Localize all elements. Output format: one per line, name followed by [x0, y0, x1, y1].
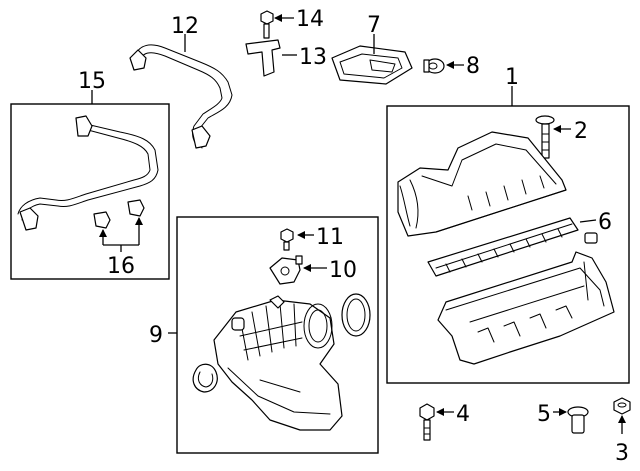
sensor-part-10: [269, 255, 303, 285]
bolt-part-2: [535, 115, 555, 159]
callout-14: 14: [296, 7, 324, 32]
air-cleaner-cover: [397, 131, 567, 237]
breather-hose-part-15: [17, 115, 159, 231]
small-grommet: [584, 232, 598, 244]
callout-11: 11: [316, 225, 344, 250]
callout-12: 12: [171, 14, 199, 39]
callout-9: 9: [149, 323, 163, 348]
bracket-part-13: [245, 39, 281, 77]
callout-8: 8: [466, 54, 480, 79]
callout-15: 15: [78, 69, 106, 94]
callout-7: 7: [367, 13, 381, 38]
callout-6: 6: [598, 210, 612, 235]
clips-part-16: [93, 199, 145, 229]
air-cleaner-lower-housing: [437, 251, 615, 365]
screw-part-11: [280, 228, 294, 251]
breather-hose-box: [10, 103, 170, 280]
sensor-housing-part-7: [331, 45, 413, 85]
callout-3: 3: [615, 441, 629, 466]
clamp-ring: [341, 293, 371, 337]
callout-5: 5: [537, 402, 551, 427]
callout-13: 13: [299, 45, 327, 70]
grommet-part-5: [567, 406, 589, 434]
callout-4: 4: [456, 402, 470, 427]
air-inlet-duct: [213, 295, 343, 431]
bolt-part-4: [419, 403, 435, 441]
throttle-body-box: [176, 216, 379, 454]
nut-part-3: [613, 397, 631, 415]
bolt-part-14: [260, 10, 274, 39]
callout-2: 2: [574, 119, 588, 144]
callout-1: 1: [505, 65, 519, 90]
hose-clamp: [192, 363, 218, 393]
callout-10: 10: [329, 258, 357, 283]
filter-element-part-6: [427, 217, 579, 277]
air-cleaner-assembly-box: [386, 105, 630, 384]
grommet-part-8: [423, 58, 445, 74]
vent-tube-part-12: [129, 44, 233, 149]
callout-16: 16: [107, 254, 135, 279]
